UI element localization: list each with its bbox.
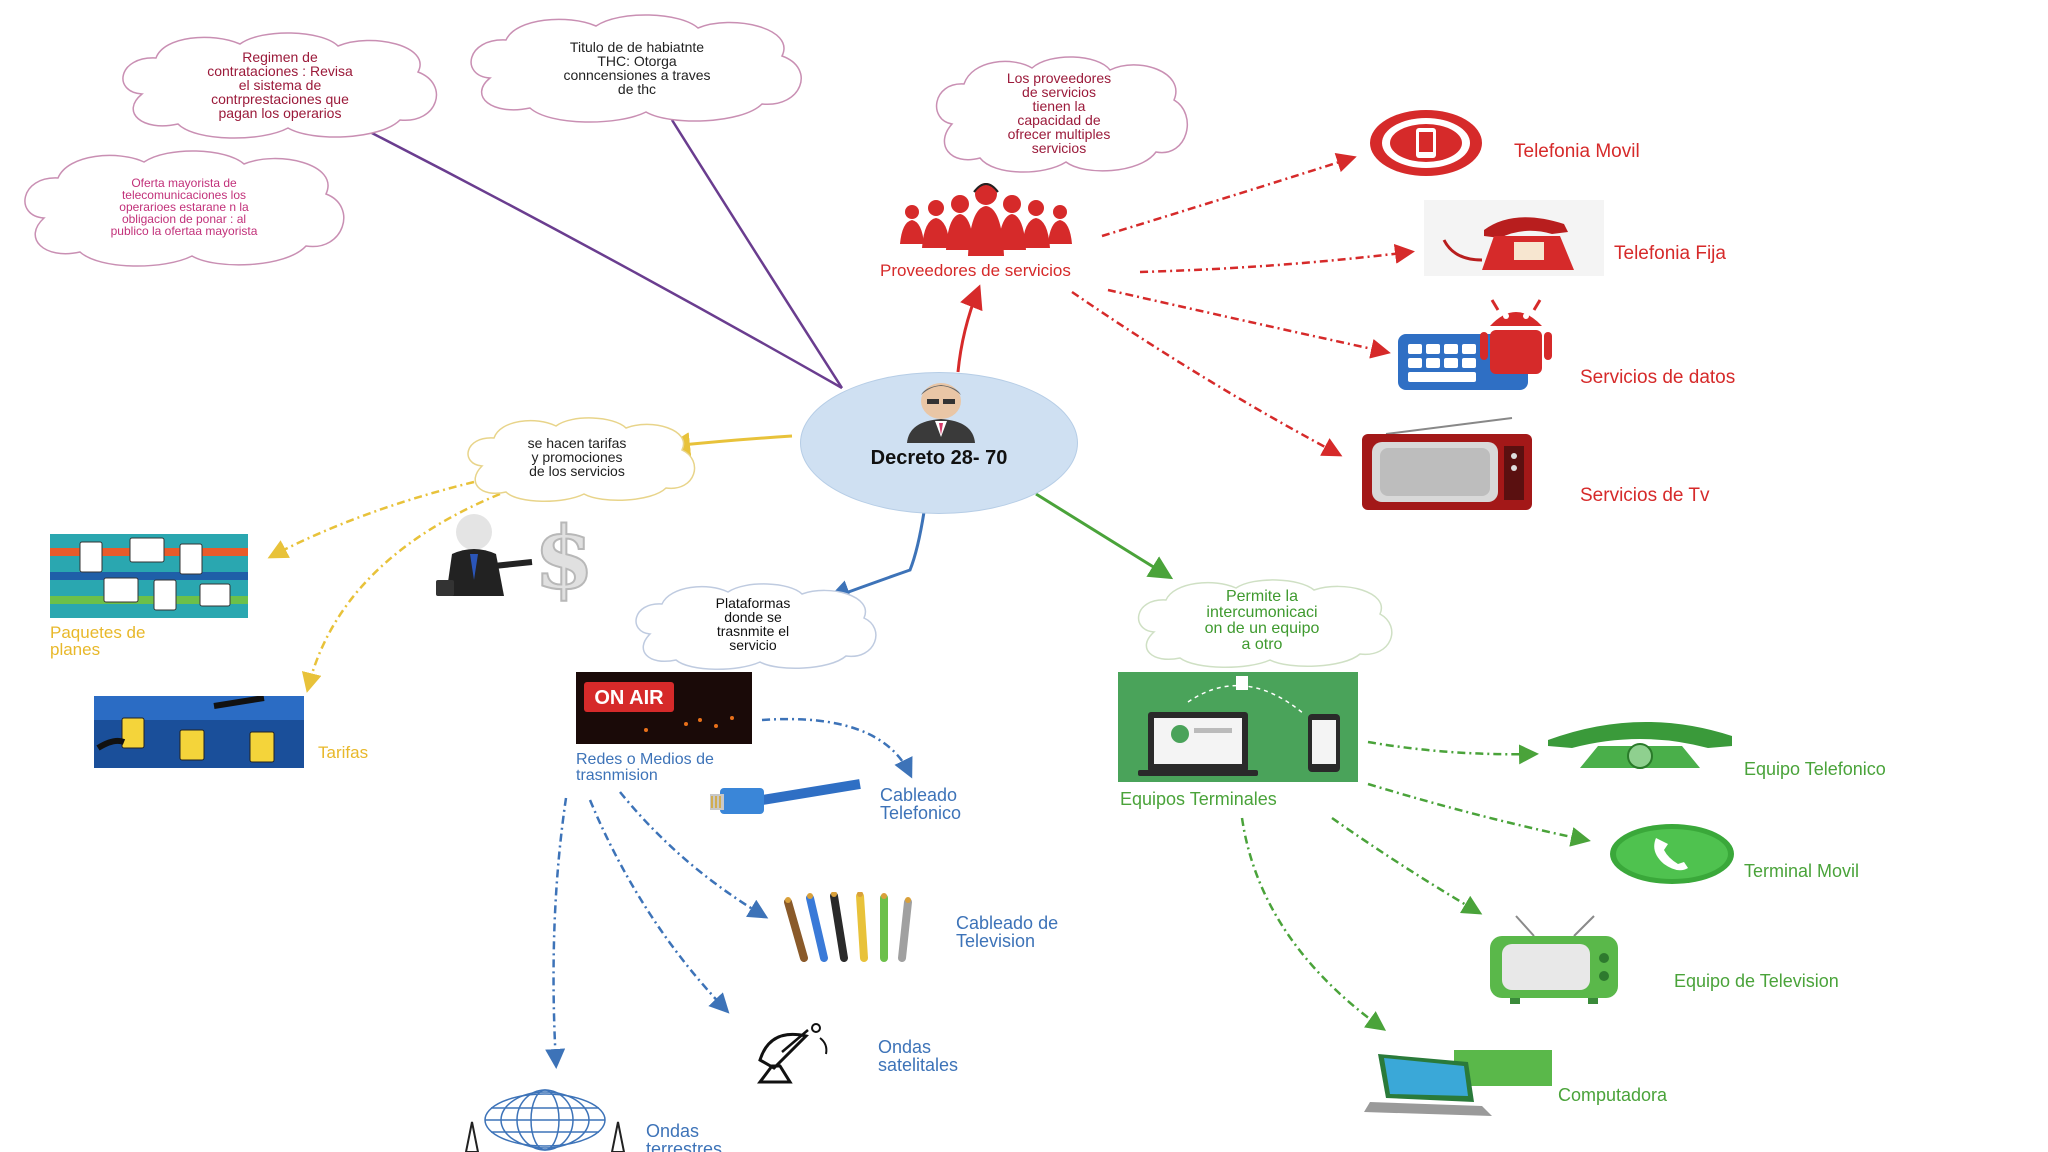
- line-prov-tv: [1071, 290, 1343, 457]
- line-center-to-tarifas-note: [666, 432, 793, 457]
- line-center-to-permite: [1035, 492, 1174, 580]
- landline-phone-icon[interactable]: [1424, 200, 1604, 276]
- medios-label: Redes o Medios de trasnmision: [576, 751, 714, 784]
- cloud-titulo: Titulo de de habiatnte THC: Otorga connc…: [460, 14, 814, 123]
- medio-item-label: Ondas terrestres: [646, 1121, 723, 1152]
- cloud-regimen: Regimen de contrataciones : Revisa el si…: [112, 32, 448, 139]
- satellite-dish-icon[interactable]: [750, 1022, 842, 1084]
- center-node[interactable]: Decreto 28- 70: [800, 372, 1078, 514]
- terminal-devices-image[interactable]: [1118, 672, 1358, 782]
- cloud-proveedores-note: Los proveedores de servicios tienen la c…: [928, 54, 1190, 173]
- service-providers-people-icon: [896, 178, 1076, 256]
- cloud-proveedores-note-text: Los proveedores de servicios tienen la c…: [1006, 70, 1112, 156]
- green-call-button-icon[interactable]: [1608, 822, 1736, 886]
- equipo-item-label: Computadora: [1558, 1085, 1668, 1105]
- line-medios-satelital: [588, 799, 730, 1014]
- medio-item-label: Ondas satelitales: [878, 1037, 959, 1075]
- equipo-item-label: Equipo de Television: [1674, 971, 1839, 991]
- line-center-to-regimen: [365, 128, 843, 390]
- cloud-regimen-text: Regimen de contrataciones : Revisa el si…: [207, 49, 353, 121]
- tarifas-hands-devices-image[interactable]: [94, 696, 304, 768]
- line-eq-telefonico: [1367, 740, 1539, 765]
- cloud-titulo-text: Titulo de de habiatnte THC: Otorga connc…: [563, 39, 711, 97]
- laptop-computer-icon[interactable]: [1364, 1044, 1556, 1116]
- center-label: Decreto 28- 70: [870, 447, 1008, 469]
- line-medios-cableado-tel: [761, 717, 913, 779]
- equipos-label: Equipos Terminales: [1120, 789, 1277, 809]
- mobile-phone-icon[interactable]: [1368, 108, 1484, 178]
- tarifas-label: Tarifas: [318, 743, 369, 762]
- proveedor-item-label: Telefonia Fija: [1614, 243, 1726, 264]
- plan-packages-image[interactable]: [50, 534, 248, 618]
- tv-cable-wires-icon[interactable]: [784, 892, 926, 962]
- proveedor-item-label: Servicios de Tv: [1580, 485, 1710, 506]
- line-center-to-proveedores: [956, 284, 983, 373]
- medio-item-label: Cableado Telefonico: [880, 785, 962, 823]
- proveedor-item-label: Telefonia Movil: [1514, 141, 1640, 162]
- green-tv-icon[interactable]: [1486, 914, 1622, 1006]
- line-eq-movil: [1367, 782, 1591, 847]
- line-eq-computadora: [1240, 817, 1387, 1031]
- green-rotary-phone-icon[interactable]: [1540, 712, 1740, 770]
- equipo-item-label: Equipo Telefonico: [1744, 759, 1886, 779]
- cloud-permite: Permite la intercumonicaci on de un equi…: [1130, 578, 1394, 668]
- cloud-tarifas-note: se hacen tarifas y promociones de los se…: [460, 416, 696, 502]
- cloud-oferta: Oferta mayorista de telecomunicaciones l…: [14, 148, 354, 267]
- manager-avatar-icon: [901, 381, 981, 443]
- proveedor-item-label: Servicios de datos: [1580, 367, 1736, 388]
- cloud-tarifas-note-text: se hacen tarifas y promociones de los se…: [527, 435, 627, 479]
- line-center-to-plataformas: [826, 511, 926, 604]
- android-keyboard-data-icon[interactable]: [1394, 298, 1558, 392]
- line-tarifas-note-to-paquetes: [267, 480, 475, 559]
- cloud-permite-text: Permite la intercumonicaci on de un equi…: [1204, 588, 1320, 653]
- radio-tower-waves-icon[interactable]: [458, 1082, 632, 1152]
- on-air-text: ON AIR: [594, 687, 664, 709]
- line-prov-datos: [1107, 288, 1391, 359]
- line-center-to-titulo: [670, 119, 844, 389]
- line-medios-terrestre: [545, 797, 568, 1069]
- paquetes-label: Paquetes de planes: [50, 623, 146, 659]
- line-tarifas-note-to-tarifas: [301, 492, 501, 693]
- line-prov-fija: [1139, 243, 1415, 274]
- on-air-image[interactable]: ON AIR: [576, 672, 752, 744]
- retro-tv-icon[interactable]: [1362, 414, 1536, 510]
- telephone-cable-icon[interactable]: [710, 770, 864, 832]
- cloud-oferta-text: Oferta mayorista de telecomunicaciones l…: [110, 176, 258, 238]
- medio-item-label: Cableado de Television: [956, 913, 1059, 951]
- cloud-plataformas: Plataformas donde se trasnmite el servic…: [628, 582, 878, 670]
- line-prov-movil: [1101, 153, 1357, 238]
- svg-text:$: $: [534, 510, 594, 602]
- businessman-dollar-icon: $: [432, 510, 608, 602]
- proveedores-label: Proveedores de servicios: [880, 261, 1071, 280]
- cloud-plataformas-text: Plataformas donde se trasnmite el servic…: [715, 595, 791, 653]
- line-eq-tv: [1331, 816, 1483, 915]
- line-medios-cableado-tv: [619, 791, 769, 919]
- equipo-item-label: Terminal Movil: [1744, 861, 1860, 881]
